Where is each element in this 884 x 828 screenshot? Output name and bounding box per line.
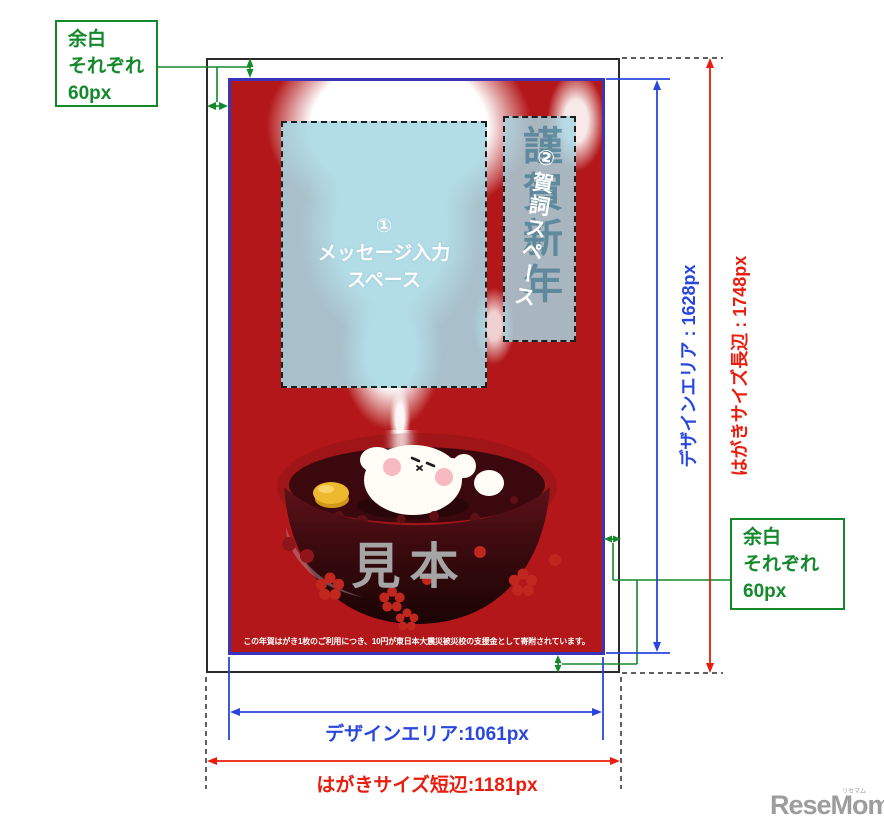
arrow-left — [230, 708, 240, 716]
postcard-short-edge-label: はがきサイズ短辺:1181px — [316, 775, 538, 796]
charity-note: この年賀はがき1枚のご利用につき、10円が東日本大震災被災校の支援金として寄附さ… — [243, 637, 590, 646]
sample-watermark: 見本 — [351, 540, 468, 594]
arrow-up — [706, 58, 714, 68]
message-space-label: ① メッセージ入力 スペース — [317, 216, 451, 291]
design-height-label: デザインエリア : 1628px — [679, 264, 699, 468]
margin-note-bottom-right: 余白 それぞれ 60px — [730, 518, 845, 610]
arrow-right — [592, 708, 602, 716]
greeting-space: 謹賀新年 ②賀詞スペース — [503, 116, 576, 342]
design-width-label: デザインエリア:1061px — [325, 724, 529, 745]
logo-ruby-text: リセマム — [841, 789, 866, 795]
mochi-ball-large — [474, 470, 504, 496]
arrow-down — [706, 663, 714, 673]
message-space: ① メッセージ入力 スペース — [281, 121, 487, 388]
design-area: ① メッセージ入力 スペース 謹賀新年 ②賀詞スペース — [228, 78, 605, 655]
postcard-long-edge-label: はがきサイズ長辺 : 1748px — [730, 255, 750, 477]
arrow-right — [610, 757, 620, 765]
rabbit-blush-right — [435, 468, 453, 486]
arrow-down — [653, 642, 661, 652]
arrow-left — [207, 757, 217, 765]
arrow-up — [653, 80, 661, 90]
margin-note-top-left: 余白 それぞれ 60px — [55, 20, 158, 107]
mochi-ball-small — [452, 454, 476, 478]
resemom-logo: リセマム ReseMom. — [762, 786, 884, 824]
chestnut — [313, 482, 349, 508]
logo-text: ReseMom. — [770, 790, 884, 820]
rabbit-blush-left — [383, 458, 401, 476]
